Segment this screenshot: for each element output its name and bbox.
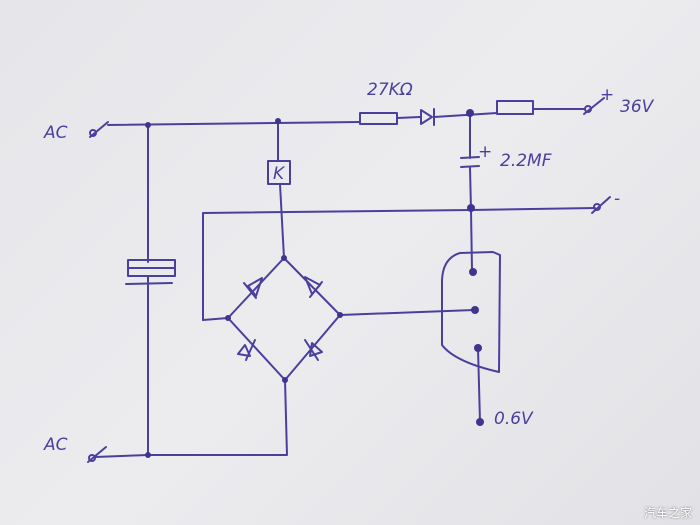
watermark: 汽车之家 [643,506,692,520]
label-resistor: 27KΩ [367,80,413,100]
ac-top-terminal [89,121,109,138]
label-relay: K [273,164,286,184]
ac-bottom-terminal [87,446,107,463]
junction-dots [145,109,484,458]
transistor-package [441,251,501,373]
label-output-plus: + [600,85,614,105]
label-output-minus: - [614,189,620,209]
ac-capacitor [125,259,176,285]
resistor-27k [359,112,398,125]
resistor-output [496,100,534,115]
bridge-rectifier [227,257,341,381]
label-capacitor-plus: + [478,142,492,162]
output-plus-terminal [583,97,605,115]
relay-k [267,160,291,185]
label-output-voltage: 36V [620,97,655,117]
negative-wire [202,207,596,321]
bridge-diodes [237,276,323,361]
diode-top [420,108,435,126]
label-capacitor: 2.2MF [500,151,552,171]
output-minus-terminal [591,196,611,214]
label-ac-bottom: AC [43,435,68,455]
label-ac-top: AC [43,123,68,143]
label-sense-voltage: 0.6V [494,409,534,429]
capacitor-2-2mf [460,156,480,168]
